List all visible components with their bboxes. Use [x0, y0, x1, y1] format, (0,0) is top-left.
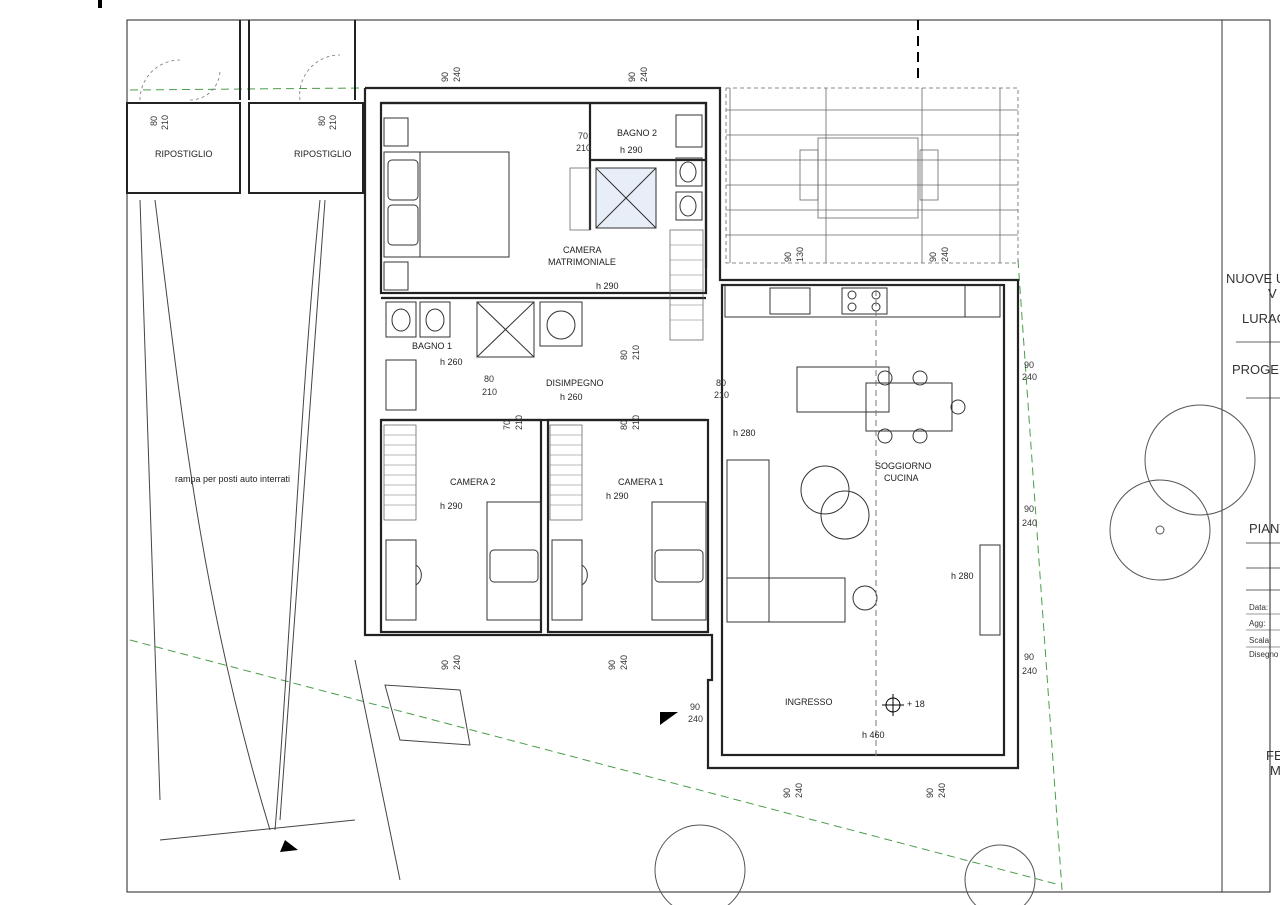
label-soggiorno-height-1: h 280: [733, 428, 756, 438]
door-dimensions: 70 210 80 210 80 210 90 240 90 240 90 24…: [482, 131, 1037, 724]
svg-text:210: 210: [631, 345, 641, 360]
svg-text:240: 240: [1022, 666, 1037, 676]
kitchen-living-furniture: [724, 284, 1001, 760]
level-marker-icon: [882, 694, 904, 716]
label-disimpegno: DISIMPEGNO: [546, 378, 604, 388]
svg-text:210: 210: [514, 415, 524, 430]
title-scala: Scala:: [1249, 636, 1271, 645]
pergola: [725, 87, 1019, 264]
svg-text:90: 90: [627, 72, 637, 82]
wardrobes: [383, 167, 704, 521]
label-quota: + 18: [907, 699, 925, 709]
label-ingresso-height: h 460: [862, 730, 885, 740]
label-soggiorno: SOGGIORNO: [875, 461, 932, 471]
north-arrow-icon: [660, 712, 678, 725]
svg-text:240: 240: [452, 67, 462, 82]
svg-text:210: 210: [328, 115, 338, 130]
label-soggiorno-height-2: h 280: [951, 571, 974, 581]
svg-text:80: 80: [484, 374, 494, 384]
svg-text:240: 240: [1022, 518, 1037, 528]
label-bagno-1-height: h 260: [440, 357, 463, 367]
label-bagno-1: BAGNO 1: [412, 341, 452, 351]
title-data: Data:: [1249, 603, 1268, 612]
svg-text:80: 80: [619, 350, 629, 360]
label-ripostiglio-1: RIPOSTIGLIO: [155, 149, 213, 159]
svg-text:80: 80: [317, 116, 327, 126]
svg-text:90: 90: [607, 660, 617, 670]
label-bagno-2-height: h 290: [620, 145, 643, 155]
label-camera-matr-2: MATRIMONIALE: [548, 257, 616, 267]
svg-text:80: 80: [619, 420, 629, 430]
wardrobe-hatch: [384, 244, 703, 506]
svg-text:130: 130: [795, 247, 805, 262]
label-camera-1: CAMERA 1: [618, 477, 664, 487]
north-arrow-2-icon: [280, 840, 298, 852]
title-project: PROGE: [1232, 362, 1279, 377]
svg-text:210: 210: [160, 115, 170, 130]
storage-doors: [139, 54, 341, 101]
svg-text:80: 80: [149, 116, 159, 126]
trees: [654, 404, 1256, 905]
title-disegno: Disegno: [1249, 650, 1279, 659]
label-ripostiglio-2: RIPOSTIGLIO: [294, 149, 352, 159]
label-camera-matr-1: CAMERA: [563, 245, 602, 255]
svg-text:240: 240: [940, 247, 950, 262]
sheet-border: [126, 19, 1271, 893]
beds: [383, 117, 707, 621]
bathroom-fixtures: [385, 114, 703, 411]
svg-text:210: 210: [576, 143, 591, 153]
svg-text:240: 240: [639, 67, 649, 82]
title-fe: FE: [1266, 748, 1280, 763]
title-block: NUOVE U V LURAG PROGE PIANT Data: Agg: S…: [1226, 271, 1280, 778]
label-rampa: rampa per posti auto interrati: [175, 474, 290, 484]
property-lines: [129, 87, 1063, 891]
svg-text:90: 90: [440, 660, 450, 670]
label-camera-matr-height: h 290: [596, 281, 619, 291]
svg-text:240: 240: [452, 655, 462, 670]
label-disimpegno-height: h 260: [560, 392, 583, 402]
label-camera-2-height: h 290: [440, 501, 463, 511]
title-agg: Agg:: [1249, 619, 1265, 628]
label-camera-1-height: h 290: [606, 491, 629, 501]
svg-text:90: 90: [782, 788, 792, 798]
svg-text:90: 90: [690, 702, 700, 712]
svg-text:90: 90: [928, 252, 938, 262]
svg-text:210: 210: [482, 387, 497, 397]
svg-text:210: 210: [714, 390, 729, 400]
title-line-1: NUOVE U: [1226, 271, 1280, 286]
label-bagno-2: BAGNO 2: [617, 128, 657, 138]
svg-text:240: 240: [1022, 372, 1037, 382]
svg-text:240: 240: [794, 783, 804, 798]
svg-text:80: 80: [716, 378, 726, 388]
svg-text:70: 70: [578, 131, 588, 141]
svg-text:90: 90: [1024, 360, 1034, 370]
building-walls: [363, 86, 1020, 770]
title-sheet: PIANT: [1249, 521, 1280, 536]
svg-text:70: 70: [502, 420, 512, 430]
label-cucina: CUCINA: [884, 473, 919, 483]
svg-text:90: 90: [1024, 652, 1034, 662]
svg-text:90: 90: [925, 788, 935, 798]
title-line-2: V: [1268, 286, 1277, 301]
svg-text:90: 90: [783, 252, 793, 262]
label-ingresso: INGRESSO: [785, 697, 833, 707]
svg-text:90: 90: [440, 72, 450, 82]
title-m: M: [1270, 763, 1280, 778]
svg-text:90: 90: [1024, 504, 1034, 514]
svg-text:210: 210: [631, 415, 641, 430]
ramp: [139, 199, 471, 881]
svg-text:240: 240: [937, 783, 947, 798]
svg-text:240: 240: [619, 655, 629, 670]
svg-text:240: 240: [688, 714, 703, 724]
storage-rooms: [126, 20, 364, 194]
title-location: LURAG: [1242, 311, 1280, 326]
label-camera-2: CAMERA 2: [450, 477, 496, 487]
window-dimensions: 90 240 90 240 80 210 80 210 90 130 90 24…: [149, 67, 950, 798]
